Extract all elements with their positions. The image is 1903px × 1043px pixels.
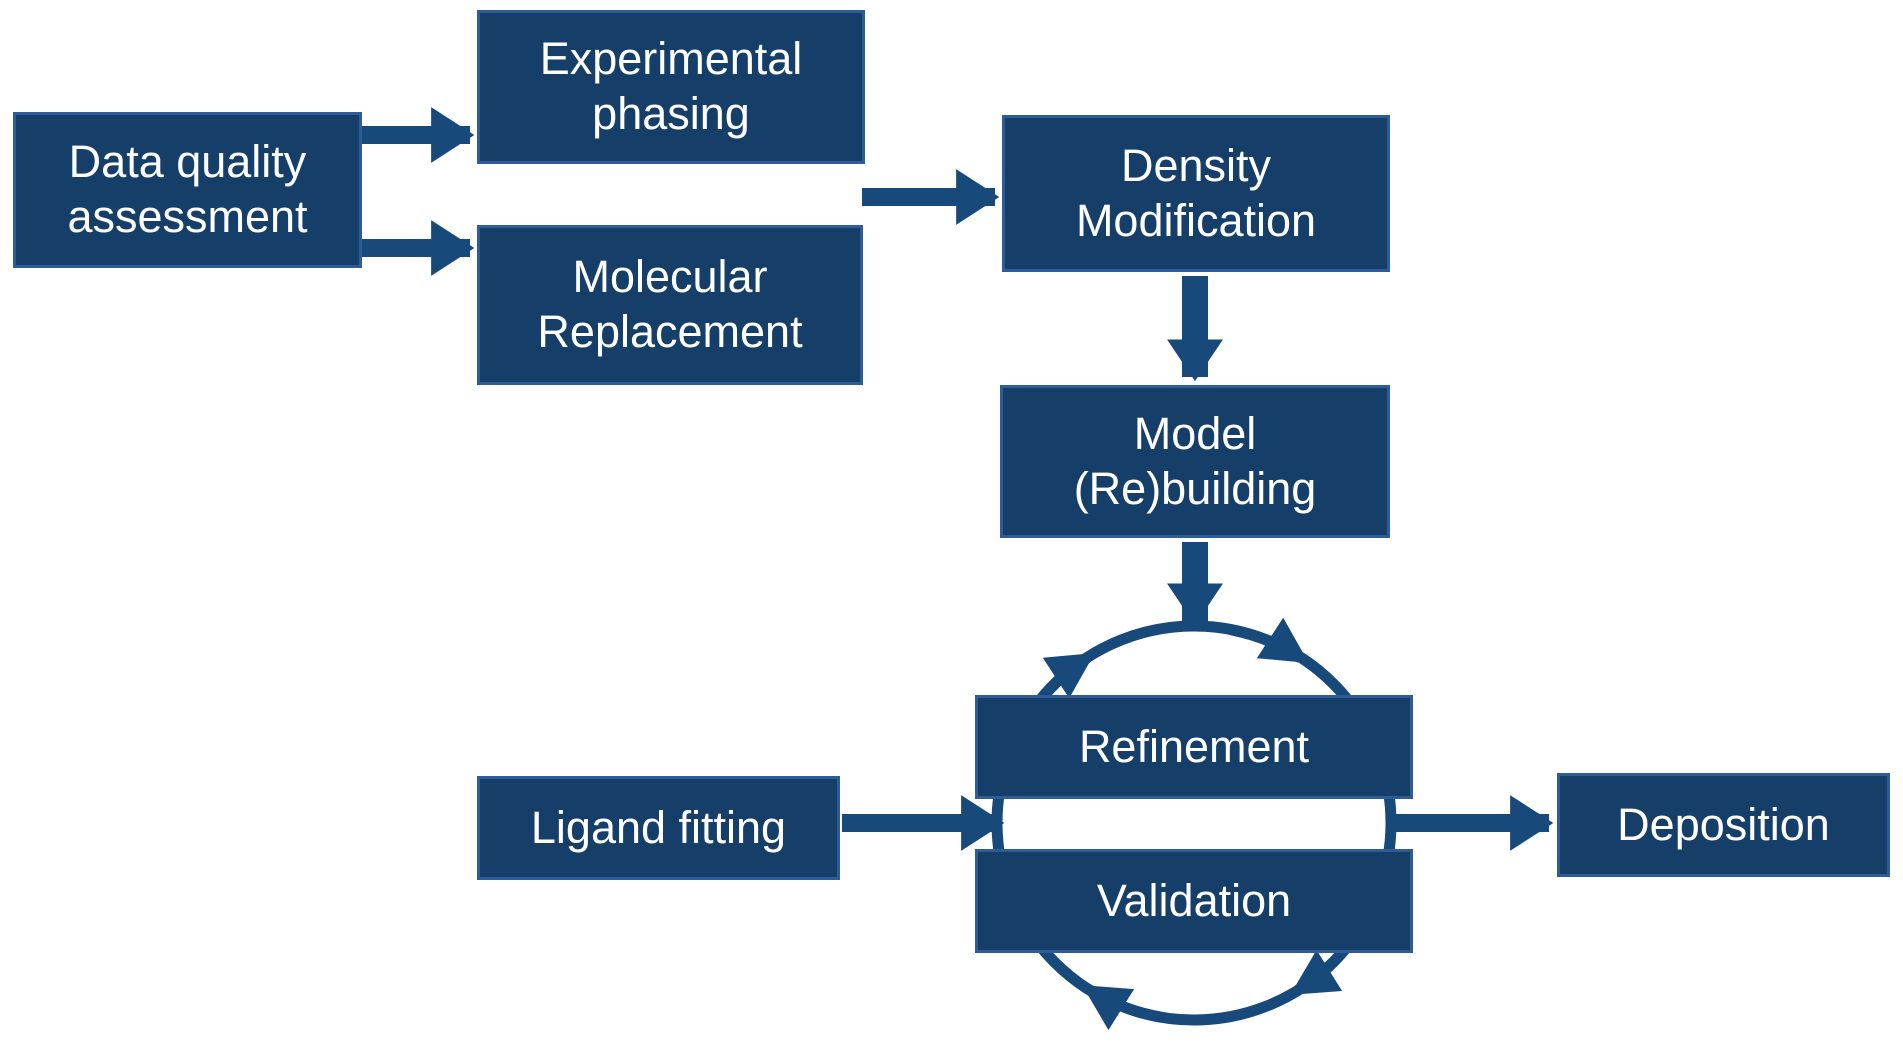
node-ligand-fitting: Ligand fitting bbox=[477, 776, 840, 880]
cycle-arrow-top-right bbox=[1230, 617, 1309, 664]
node-deposition: Deposition bbox=[1557, 773, 1890, 877]
node-model-rebuilding: Model (Re)building bbox=[1000, 385, 1390, 538]
node-validation: Validation bbox=[975, 849, 1413, 953]
cycle-arrow-bottom-left bbox=[1082, 985, 1162, 1031]
node-molecular-replacement: Molecular Replacement bbox=[477, 225, 863, 385]
node-data-quality-assessment: Data quality assessment bbox=[13, 112, 362, 268]
node-density-modification: Density Modification bbox=[1002, 115, 1390, 272]
node-experimental-phasing: Experimental phasing bbox=[477, 10, 865, 164]
node-refinement: Refinement bbox=[975, 695, 1413, 799]
